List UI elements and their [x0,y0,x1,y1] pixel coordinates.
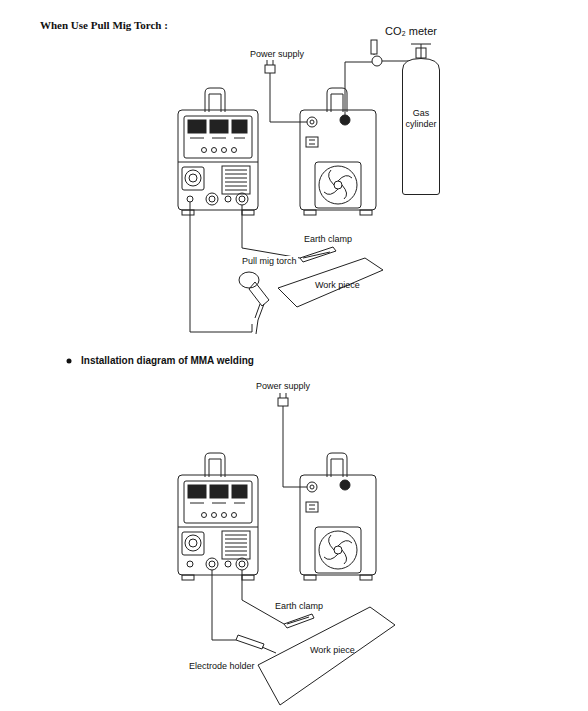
plate-outline [255,605,397,707]
node-label: Work piece [315,280,360,291]
section-heading: When Use Pull Mig Torch : [40,20,168,31]
part-label: Earth clamp [274,601,324,612]
gas-cylinder: Gas cylinder [402,58,440,195]
outline [403,59,440,195]
part-label: Earth clamp [303,234,353,245]
node-label: Gas cylinder [402,108,440,130]
meter-label: CO₂ meter [384,25,438,38]
work-piece: Work piece [255,605,397,707]
part-label: Electrode holder [188,661,256,672]
section-heading: Installation diagram of MMA welding [80,355,255,367]
node-label: Work piece [310,645,355,656]
part-label: Power supply [255,381,311,392]
welder-machines [178,88,376,215]
part-label: Power supply [249,49,305,60]
outline [258,607,395,705]
part-label: Pull mig torch [241,256,298,267]
